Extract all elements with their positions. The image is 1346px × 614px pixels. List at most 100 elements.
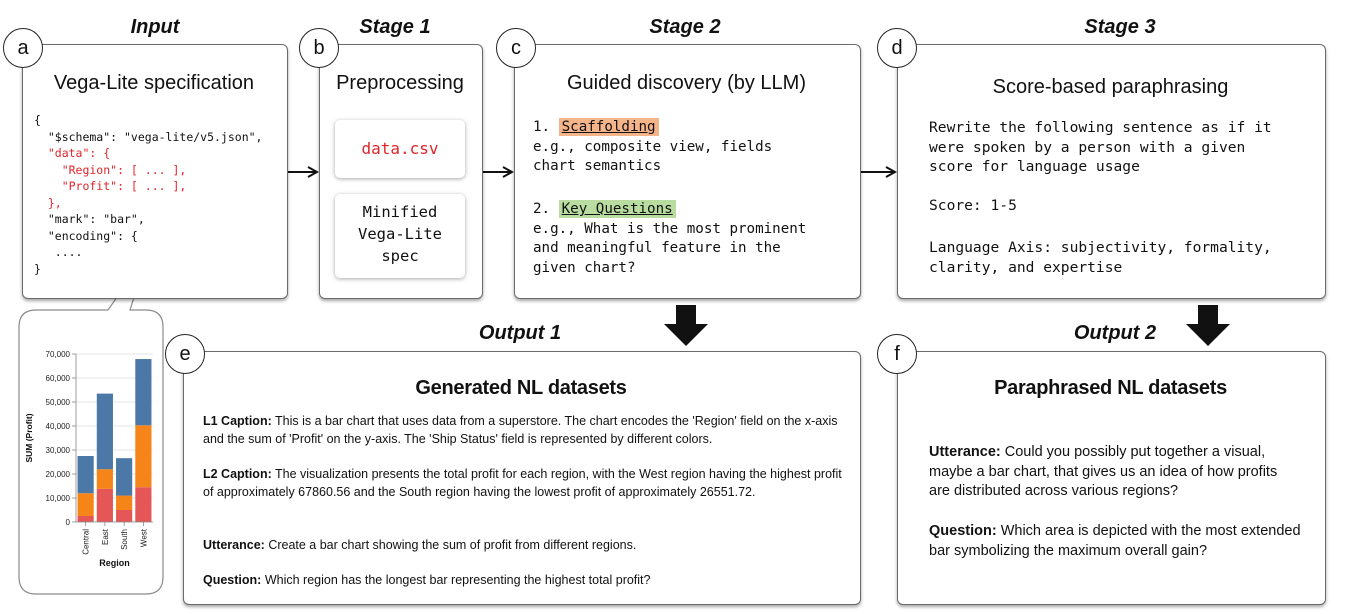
- output2-utterance: Utterance: Could you possibly put togeth…: [929, 443, 1301, 502]
- code-line: {: [34, 113, 41, 127]
- bar-segment-south: [116, 495, 133, 510]
- code-line: },: [34, 195, 62, 210]
- scaffolding-example-line: chart semantics: [533, 158, 662, 174]
- score-range: Score: 1-5: [929, 197, 1017, 214]
- prompt-line: Rewrite the following sentence as if it: [929, 119, 1272, 136]
- bar-segment-south: [116, 510, 133, 522]
- y-tick-label: 50,000: [46, 398, 71, 407]
- output2-question-text: Which area is depicted with the most ext…: [929, 523, 1301, 559]
- x-tick-label: Central: [82, 529, 91, 555]
- l1-caption-text: This is a bar chart that uses data from …: [203, 414, 838, 446]
- output2-title: Paraphrased NL datasets: [994, 377, 1227, 399]
- stage2-panel: [514, 44, 861, 299]
- marker-f: f: [877, 334, 917, 374]
- paraphrase-prompt: Rewrite the following sentence as if it w…: [929, 118, 1272, 177]
- output1-question-text: Which region has the longest bar represe…: [264, 573, 651, 587]
- minified-spec-line: spec: [381, 247, 419, 265]
- input-panel: [22, 44, 288, 299]
- bar-segment-east: [96, 488, 113, 522]
- scaffolding-item: 1. Scaffolding e.g., composite view, fie…: [533, 118, 772, 177]
- data-csv-label: data.csv: [361, 139, 439, 158]
- code-line: "$schema": "vega-lite/v5.json",: [34, 129, 263, 144]
- scaffolding-example-line: e.g., composite view, fields: [533, 138, 773, 155]
- marker-e: e: [165, 334, 205, 374]
- output1-question: Question: Which region has the longest b…: [203, 572, 843, 590]
- code-line: "Profit": [ ... ],: [34, 179, 187, 193]
- key-questions-example-line: given chart?: [533, 259, 636, 276]
- output2-utterance-label: Utterance:: [929, 444, 1001, 460]
- y-tick-label: 0: [66, 518, 71, 527]
- key-questions-number: 2.: [533, 201, 551, 217]
- scaffolding-number: 1.: [533, 119, 551, 135]
- output1-utterance-text: Create a bar chart showing the sum of pr…: [268, 538, 637, 552]
- l2-caption: L2 Caption: The visualization presents t…: [203, 466, 843, 501]
- l1-caption: L1 Caption: This is a bar chart that use…: [203, 413, 843, 448]
- l1-caption-label: L1 Caption:: [203, 414, 272, 428]
- code-line: "data": {: [34, 146, 111, 160]
- bar-segment-east: [96, 393, 113, 470]
- y-tick-label: 10,000: [46, 494, 71, 503]
- stage2-panel-title: Guided discovery (by LLM): [567, 72, 806, 94]
- axis-line: Language Axis: subjectivity, formality,: [929, 239, 1272, 256]
- output2-question-label: Question:: [929, 523, 997, 539]
- output1-question-label: Question:: [203, 573, 262, 587]
- code-line: }: [34, 261, 41, 276]
- code-line: ....: [34, 245, 83, 259]
- x-tick-label: East: [101, 528, 110, 545]
- y-tick-label: 40,000: [46, 422, 71, 431]
- input-panel-title: Vega-Lite specification: [53, 72, 255, 94]
- x-tick-label: West: [139, 528, 148, 547]
- output1-utterance: Utterance: Create a bar chart showing th…: [203, 537, 843, 555]
- l2-caption-text: The visualization presents the total pro…: [203, 467, 842, 499]
- scaffolding-examples: e.g., composite view, fields chart semant…: [533, 138, 772, 177]
- input-header: Input: [130, 16, 180, 38]
- key-questions-examples: e.g., What is the most prominent and mean…: [533, 220, 806, 279]
- stage3-panel: [897, 44, 1326, 299]
- code-line: "Region": [ ... ],: [34, 162, 187, 177]
- stage1-header: Stage 1: [359, 16, 431, 38]
- bar-segment-central: [77, 456, 94, 494]
- y-tick-label: 20,000: [46, 470, 71, 479]
- y-axis-title: SUM (Profit): [24, 413, 34, 462]
- minified-spec-line: Vega-Lite: [358, 225, 442, 243]
- bar-segment-west: [135, 487, 152, 522]
- stage2-header: Stage 2: [649, 16, 721, 38]
- scaffolding-label: Scaffolding: [558, 118, 659, 136]
- y-tick-label: 30,000: [46, 446, 71, 455]
- stage3-header: Stage 3: [1084, 16, 1156, 38]
- bar-segment-central: [77, 516, 94, 522]
- output2-panel: [897, 351, 1326, 605]
- minified-spec-line: Minified: [362, 203, 438, 221]
- arrow-down-output2: [1186, 305, 1230, 346]
- key-questions-item: 2. Key Questions e.g., What is the most …: [533, 200, 806, 278]
- bar-segment-east: [96, 469, 113, 489]
- arrow-down-output1: [664, 305, 708, 346]
- stage1-panel-title: Preprocessing: [336, 72, 464, 94]
- output2-question: Question: Which area is depicted with th…: [929, 522, 1301, 561]
- code-line: "mark": "bar",: [34, 212, 145, 226]
- stage3-panel-title: Score-based paraphrasing: [992, 76, 1229, 98]
- l2-caption-label: L2 Caption:: [203, 467, 272, 481]
- vega-lite-code: { "$schema": "vega-lite/v5.json", "data"…: [34, 112, 262, 277]
- profit-bar-chart: 0 10,000 20,000 30,000 40,000 50,000 60,000 70,…: [24, 350, 153, 568]
- prompt-line: were spoken by a person with a given: [929, 138, 1246, 156]
- output2-utterance-text: Could you possibly put together a visual…: [929, 444, 1278, 499]
- output1-utterance-label: Utterance:: [203, 538, 265, 552]
- language-axis: Language Axis: subjectivity, formality,c…: [929, 238, 1272, 277]
- x-tick-label: South: [120, 529, 129, 550]
- key-questions-example-line: e.g., What is the most prominent: [533, 220, 807, 237]
- marker-b: b: [299, 28, 339, 68]
- marker-d: d: [877, 28, 917, 68]
- y-tick-label: 60,000: [46, 374, 71, 383]
- output1-panel: [183, 351, 861, 605]
- data-csv-card: data.csv: [335, 120, 465, 178]
- prompt-line: score for language usage: [929, 158, 1140, 175]
- key-questions-example-line: and meaningful feature in the: [533, 240, 781, 256]
- x-axis-title: Region: [99, 558, 130, 568]
- bar-segment-west: [135, 359, 152, 426]
- bar-segment-west: [135, 425, 152, 488]
- marker-a: a: [3, 28, 43, 68]
- y-tick-label: 70,000: [46, 350, 71, 359]
- output1-title: Generated NL datasets: [415, 377, 627, 399]
